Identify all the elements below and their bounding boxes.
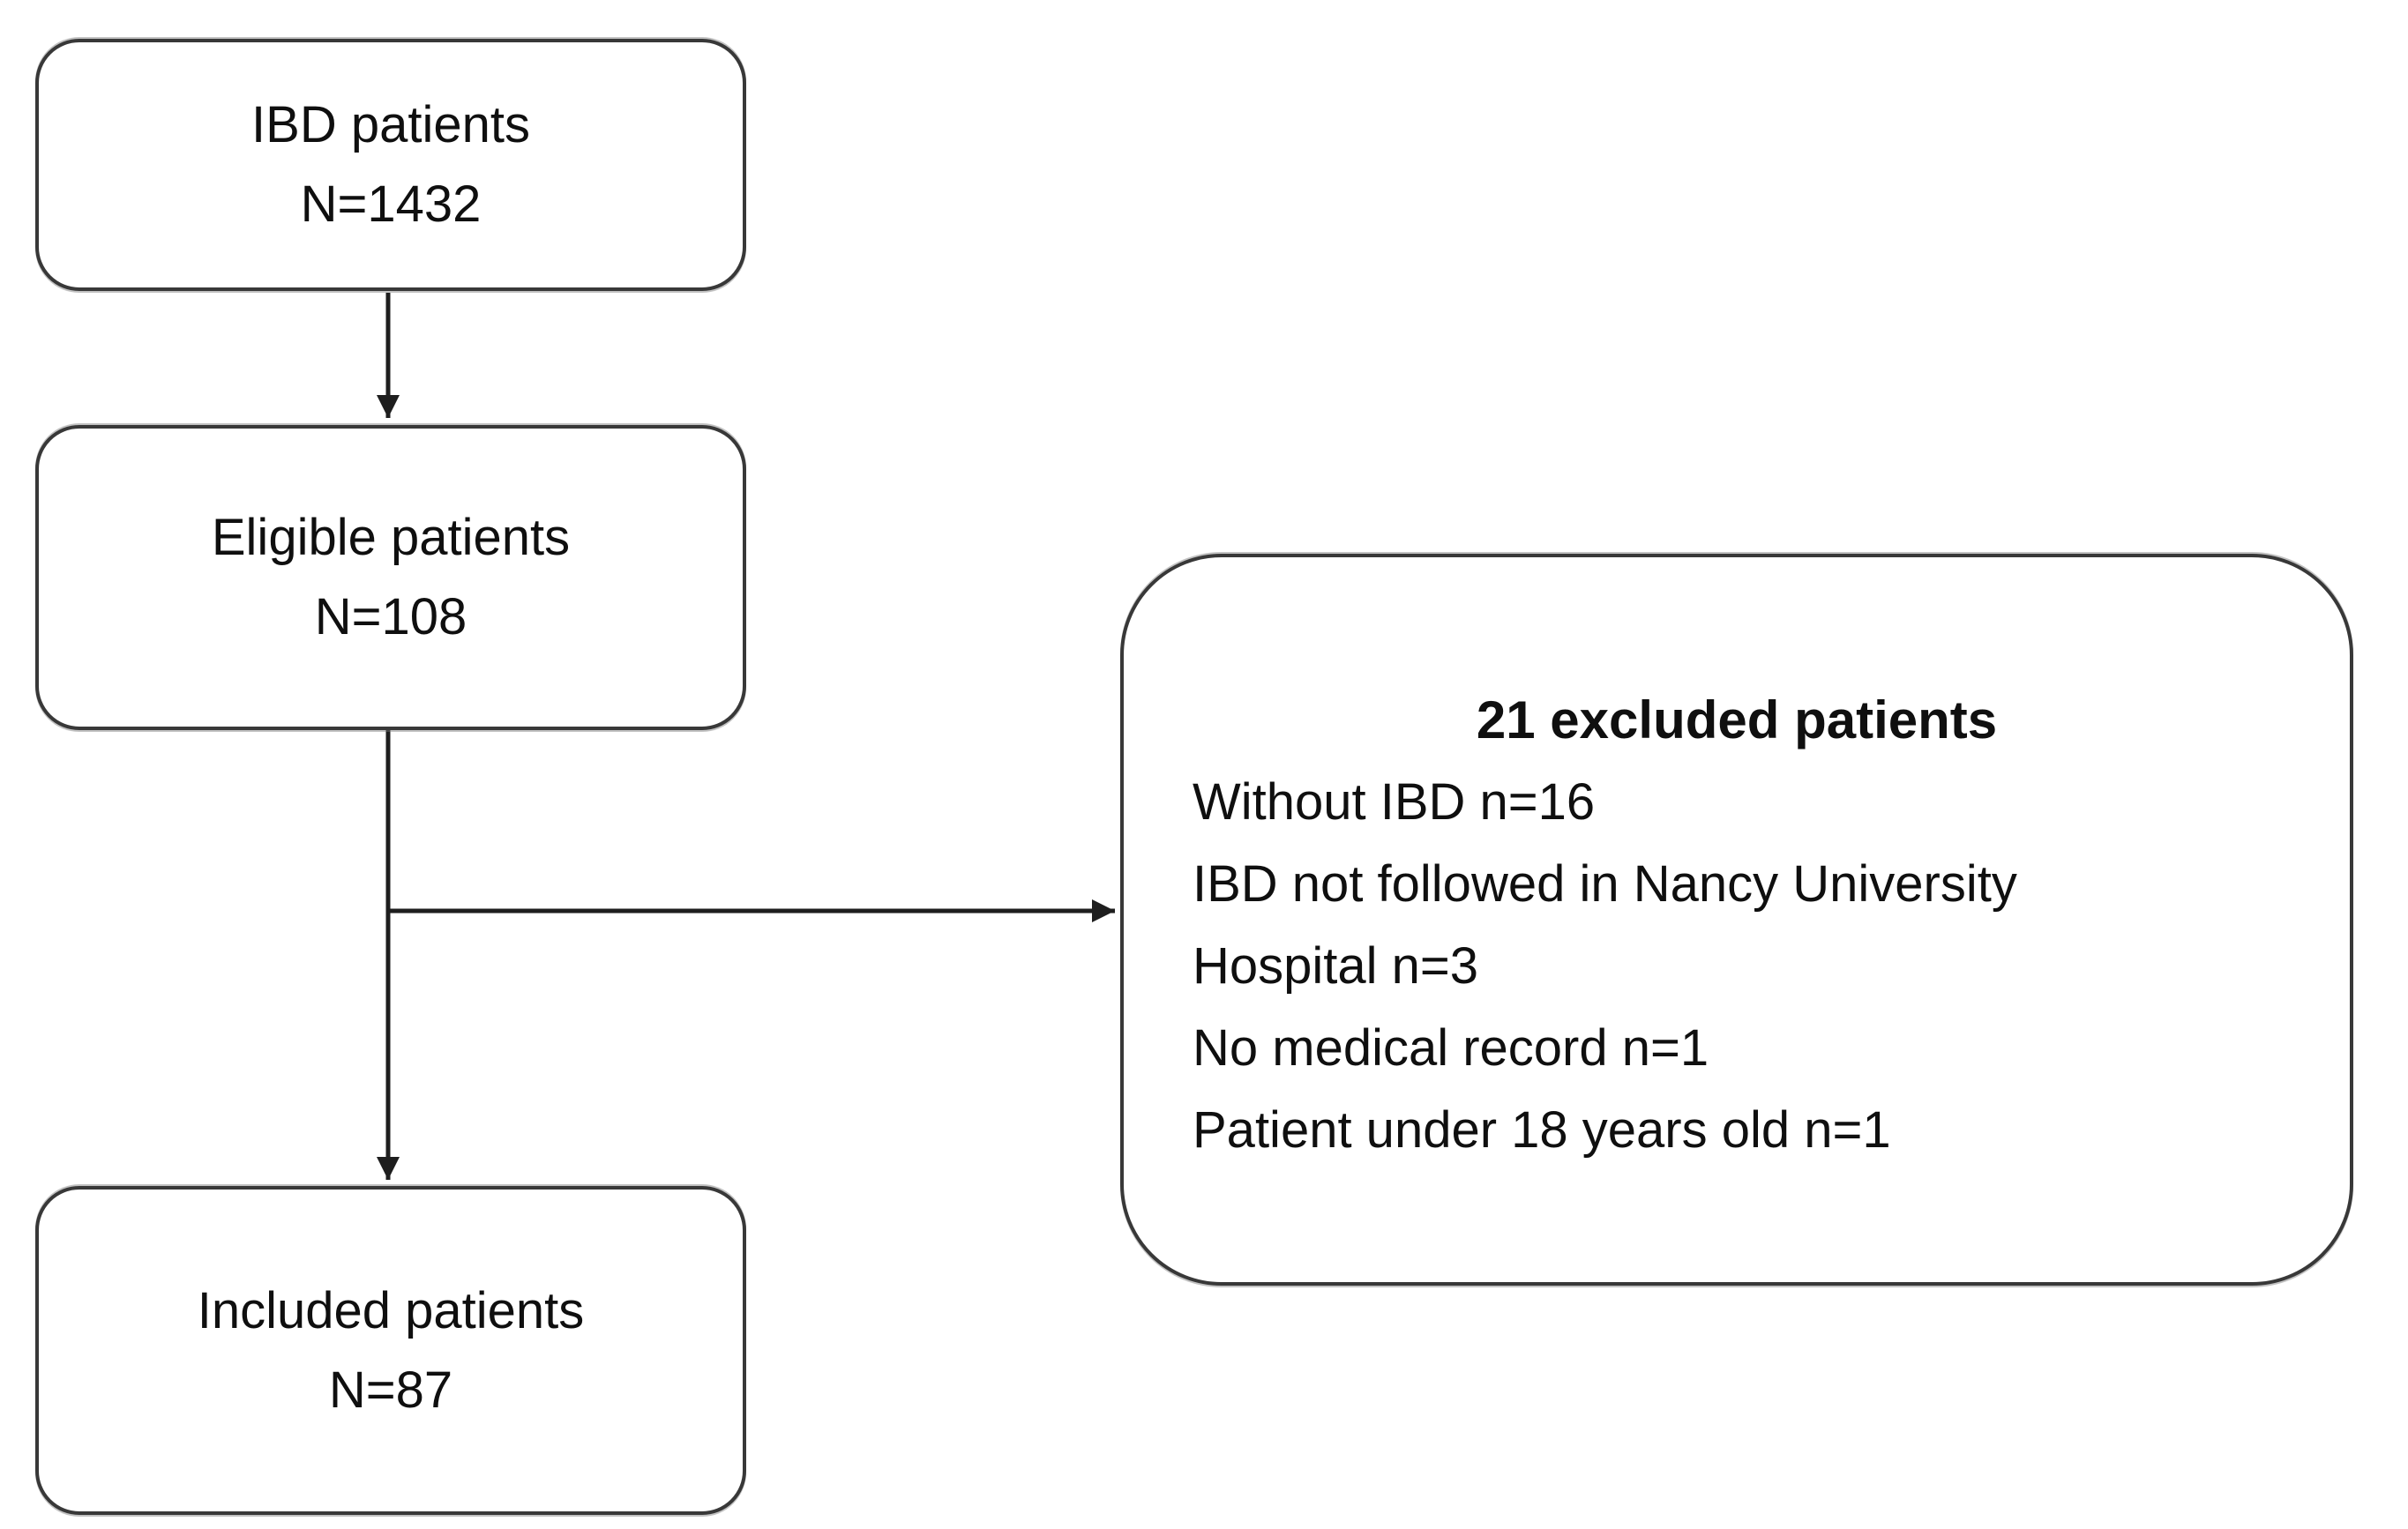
- node-label: IBD patients: [251, 96, 530, 153]
- node-label: Eligible patients: [211, 509, 571, 566]
- excluded-reason-line: Hospital n=3: [1193, 937, 1479, 995]
- node-label: Included patients: [197, 1281, 585, 1339]
- node-count: N=108: [314, 588, 467, 645]
- excluded-reason-line: Patient under 18 years old n=1: [1193, 1101, 1891, 1159]
- node-included-patients: Included patients N=87: [35, 1186, 746, 1515]
- excluded-reason-line: No medical record n=1: [1193, 1019, 1709, 1077]
- node-ibd-patients: IBD patients N=1432: [35, 39, 746, 291]
- node-count: N=87: [328, 1361, 453, 1419]
- node-excluded-patients: 21 excluded patients Without IBD n=16 IB…: [1120, 554, 2353, 1286]
- excluded-title: 21 excluded patients: [1476, 690, 1998, 750]
- node-count: N=1432: [300, 175, 482, 233]
- node-eligible-patients: Eligible patients N=108: [35, 425, 746, 730]
- excluded-reason-line: Without IBD n=16: [1193, 773, 1596, 831]
- excluded-reason-line: IBD not followed in Nancy University: [1193, 855, 2017, 913]
- excluded-reason-list: Without IBD n=16 IBD not followed in Nan…: [1124, 761, 2350, 1171]
